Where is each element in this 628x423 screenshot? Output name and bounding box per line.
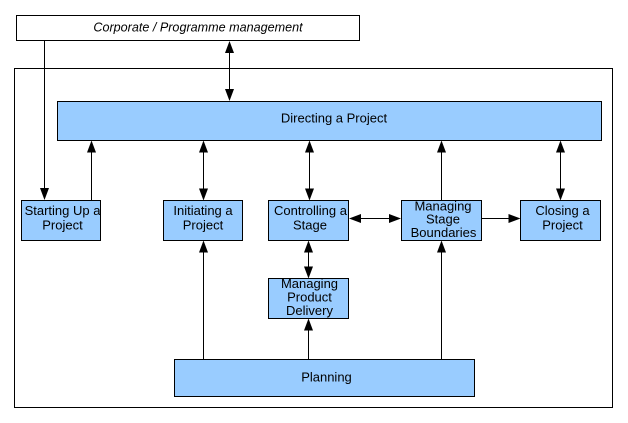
svg-text:Project: Project (183, 218, 224, 233)
svg-text:Product: Product (287, 290, 332, 305)
svg-text:Initiating a: Initiating a (173, 203, 233, 218)
svg-text:Stage: Stage (293, 218, 327, 233)
svg-text:Project: Project (542, 218, 583, 233)
svg-text:Managing: Managing (414, 198, 471, 213)
svg-text:Project: Project (42, 218, 83, 233)
svg-text:Boundaries: Boundaries (411, 225, 477, 240)
svg-text:Delivery: Delivery (286, 303, 333, 318)
svg-text:Corporate / Programme manageme: Corporate / Programme management (93, 21, 303, 35)
svg-text:Starting Up a: Starting Up a (25, 203, 102, 218)
svg-text:Stage: Stage (426, 212, 460, 227)
svg-text:Managing: Managing (281, 276, 338, 291)
svg-text:Closing a: Closing a (535, 203, 590, 218)
svg-text:Directing a Project: Directing a Project (281, 111, 388, 126)
svg-text:Controlling a: Controlling a (274, 203, 348, 218)
svg-text:Planning: Planning (301, 369, 352, 384)
